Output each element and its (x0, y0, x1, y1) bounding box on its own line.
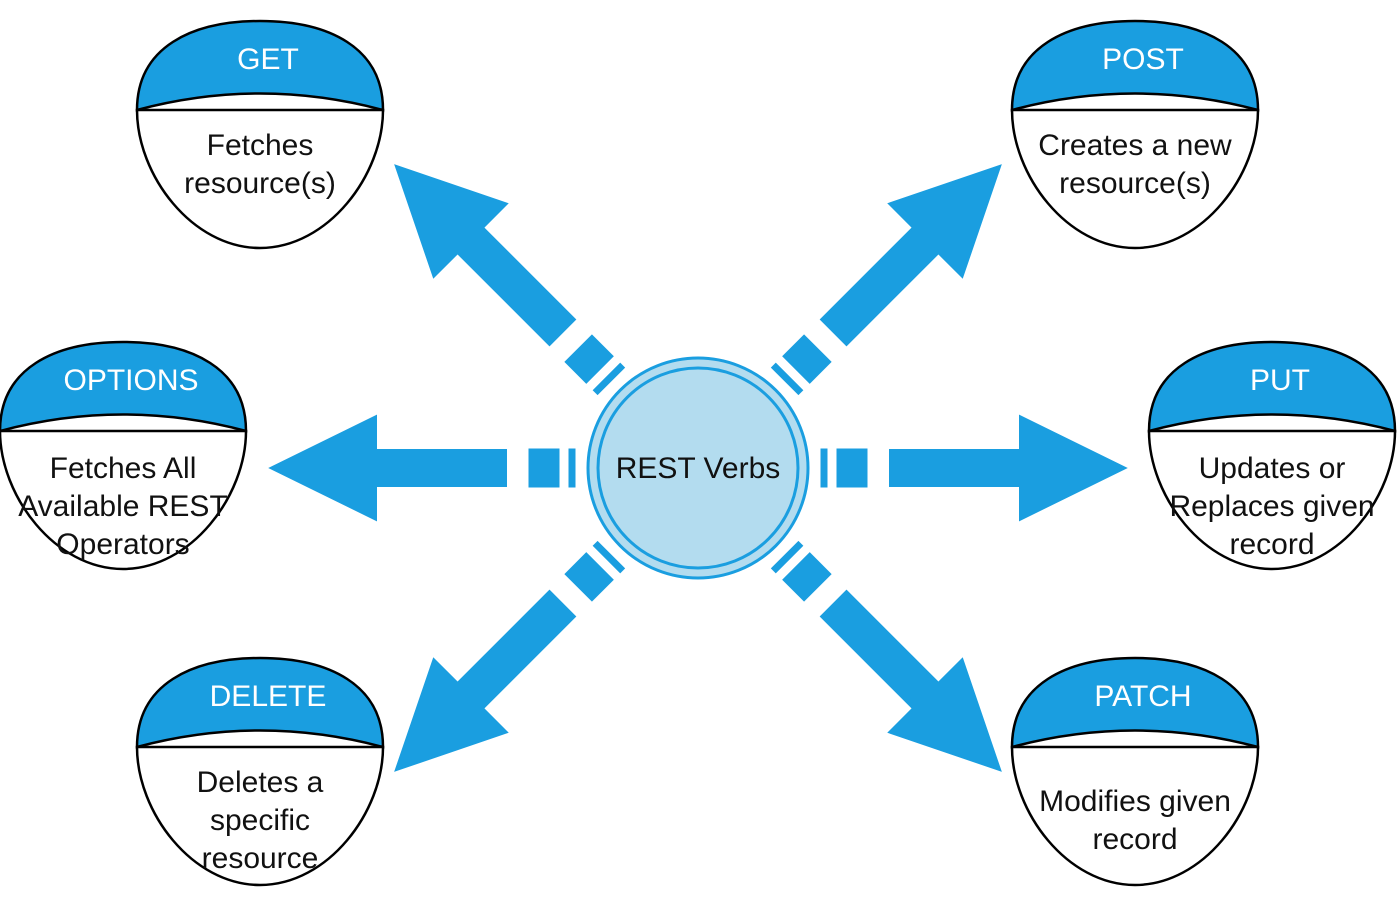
arrow-get-dash-large (562, 332, 616, 386)
node-post-description-line: Creates a new (1038, 129, 1232, 162)
arrow-put-body (887, 411, 1133, 525)
arrow-patch-dash-large (780, 550, 834, 604)
arrow-post-body (816, 160, 1006, 350)
node-get-description-line: Fetches (207, 129, 314, 162)
node-get-header (135, 19, 385, 112)
arrow-post-dash-large (780, 332, 834, 386)
center-inner-ring (596, 366, 800, 570)
node-delete: DELETE Deletes a specific resource (135, 656, 385, 887)
node-options-description-line: Fetches All (50, 452, 197, 485)
node-patch: PATCH Modifies given record (1010, 656, 1260, 887)
node-put-description-line: Updates or (1199, 452, 1346, 485)
arrow-options (263, 411, 577, 525)
arrow-patch-body (816, 586, 1006, 776)
node-post-title: POST (1102, 43, 1184, 76)
node-put-description-line: Replaces given (1169, 490, 1374, 523)
arrow-options-dash-small (567, 447, 577, 489)
arrow-patch-dash-small (769, 539, 805, 575)
arrow-put-dash-small (819, 447, 829, 489)
node-options-description-line: Operators (56, 528, 189, 561)
node-put-header (1147, 340, 1397, 433)
node-options-description-line: Available REST (18, 490, 228, 523)
center-label: REST Verbs (616, 452, 781, 485)
node-options-body (0, 429, 248, 571)
node-get-description-line: resource(s) (184, 167, 336, 200)
node-put-description-line: record (1229, 528, 1314, 561)
arrow-delete-dash-large (562, 550, 616, 604)
node-options-header (0, 340, 248, 433)
node-delete-description-line: Deletes a (197, 766, 324, 799)
arrow-options-body (263, 411, 509, 525)
node-put-body (1147, 429, 1397, 571)
node-delete-title: DELETE (210, 680, 327, 713)
node-patch-description-line: record (1092, 823, 1177, 856)
node-post-description-line: resource(s) (1059, 167, 1211, 200)
node-delete-description-line: specific (210, 804, 310, 837)
node-put-title: PUT (1250, 364, 1310, 397)
center-node: REST Verbs (586, 356, 810, 580)
node-get: GET Fetches resource(s) (135, 19, 385, 250)
arrow-put (819, 411, 1133, 525)
node-patch-body (1010, 745, 1260, 887)
arrow-patch (769, 539, 1006, 776)
node-patch-description-line: Modifies given (1039, 785, 1231, 818)
arrow-post (769, 160, 1006, 397)
arrow-delete-body (390, 586, 580, 776)
node-delete-description-line: resource (202, 842, 319, 875)
arrow-put-dash-large (835, 447, 869, 489)
node-delete-header (135, 656, 385, 749)
arrow-get (390, 160, 627, 397)
arrow-delete (390, 539, 627, 776)
arrow-post-dash-small (769, 361, 805, 397)
arrow-options-dash-large (527, 447, 561, 489)
node-patch-title: PATCH (1094, 680, 1191, 713)
arrow-get-body (390, 160, 580, 350)
node-options-title: OPTIONS (63, 364, 198, 397)
arrow-delete-dash-small (591, 539, 627, 575)
node-get-title: GET (237, 43, 299, 76)
arrows-layer (263, 160, 1133, 776)
arrow-get-dash-small (591, 361, 627, 397)
node-get-body (135, 108, 385, 250)
node-post: POST Creates a new resource(s) (1010, 19, 1260, 250)
nodes-layer: GET Fetches resource(s) POST Creates a new re… (0, 19, 1397, 887)
node-post-body (1010, 108, 1260, 250)
node-patch-header (1010, 656, 1260, 749)
node-put: PUT Updates or Replaces given record (1147, 340, 1397, 571)
node-post-header (1010, 19, 1260, 112)
node-delete-body (135, 745, 385, 887)
